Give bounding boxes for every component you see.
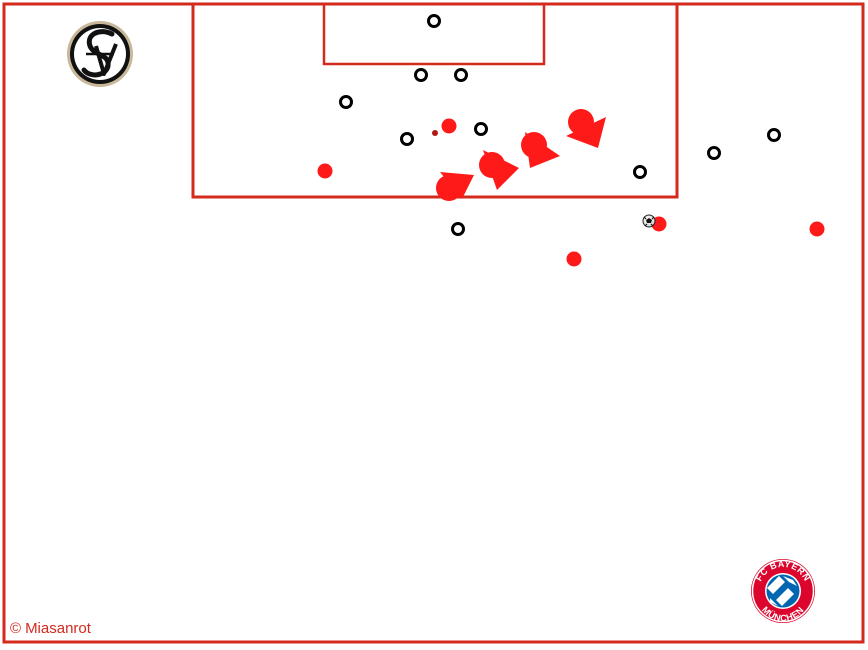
- defender-marker: [633, 165, 647, 179]
- penalty-area: [191, 2, 679, 199]
- attacking-runs: [436, 109, 606, 201]
- goal-area: [322, 2, 546, 66]
- elversberg-crest-icon: [67, 21, 133, 87]
- defender-marker: [400, 132, 414, 146]
- defender-marker: [339, 95, 353, 109]
- defender-marker: [427, 14, 441, 28]
- run-arrow: [566, 109, 606, 148]
- copyright-symbol: ©: [10, 620, 22, 637]
- fc-bayern-crest-icon: FC BAYERN MÜNCHEN: [751, 559, 815, 623]
- credit-label: ©Miasanrot: [10, 620, 91, 637]
- attacker-small-marker: [432, 130, 438, 136]
- attacker-marker: [566, 251, 582, 267]
- defender-marker: [767, 128, 781, 142]
- defending-players: [339, 14, 781, 236]
- attacking-players: [317, 118, 825, 267]
- attacker-marker: [317, 163, 333, 179]
- defender-marker: [451, 222, 465, 236]
- defender-marker: [474, 122, 488, 136]
- run-arrow: [479, 150, 519, 190]
- run-arrow: [521, 132, 560, 168]
- run-arrow: [436, 172, 474, 201]
- defender-marker: [454, 68, 468, 82]
- credit-text: Miasanrot: [25, 620, 91, 637]
- defender-marker: [707, 146, 721, 160]
- attacker-marker: [441, 118, 457, 134]
- football-icon: [642, 214, 656, 228]
- defender-marker: [414, 68, 428, 82]
- attacker-marker: [809, 221, 825, 237]
